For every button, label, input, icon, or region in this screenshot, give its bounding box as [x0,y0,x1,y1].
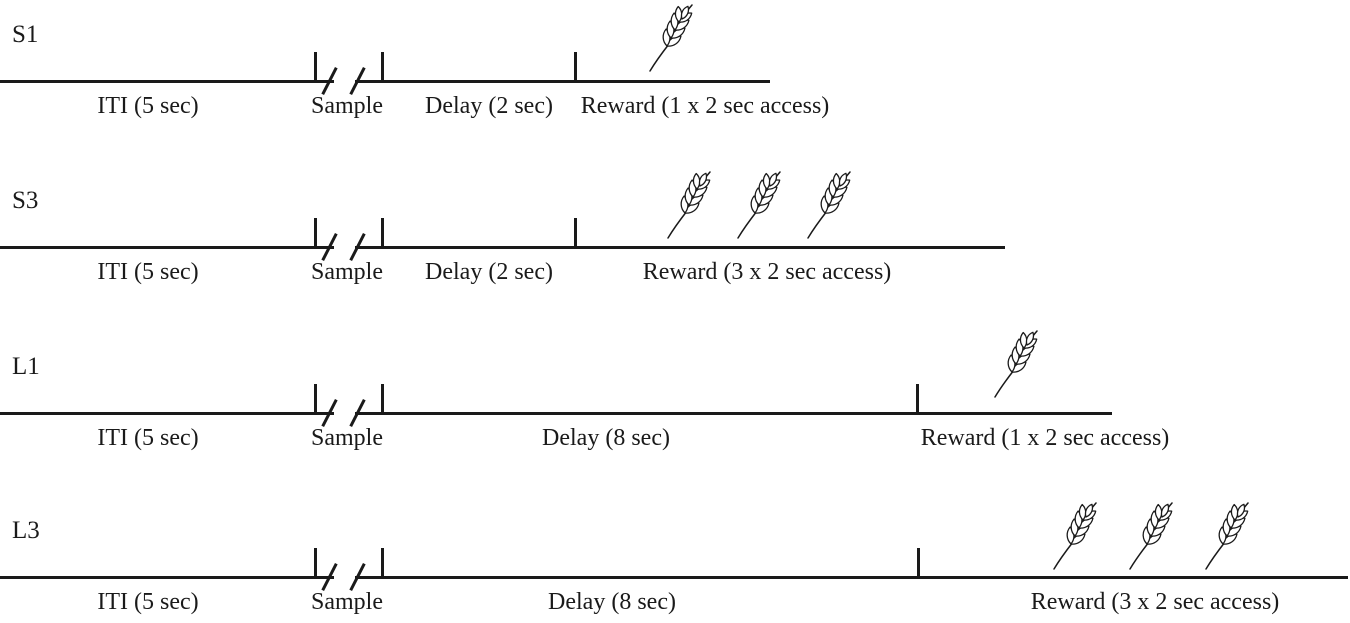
iti-phase-label: ITI (5 sec) [97,425,199,451]
timeline-iti-segment [0,246,334,249]
delay-phase-label: Delay (2 sec) [425,259,553,285]
wheat-icon [1129,502,1173,570]
iti-phase-label: ITI (5 sec) [97,589,199,615]
reward-start-tick [574,218,577,248]
delay-phase-label: Delay (8 sec) [548,589,676,615]
timeline-main-segment [355,576,1348,579]
trial-row-s3: S3 ITI (5 sec) Sample Delay (2 sec) Rewa… [0,166,1350,332]
sample-end-tick [381,52,384,82]
reward-phase-label: Reward (1 x 2 sec access) [580,93,830,119]
trial-type-label: L3 [12,517,40,544]
sample-phase-label: Sample [311,93,383,119]
wheat-icon [1053,502,1097,570]
sample-start-tick [314,548,317,578]
wheat-icon [807,171,851,239]
sample-end-tick [381,548,384,578]
trial-row-l3: L3 ITI (5 sec) Sample Delay (8 sec) Rewa… [0,496,1350,623]
reward-phase-label: Reward (1 x 2 sec access) [920,425,1170,451]
iti-phase-label: ITI (5 sec) [97,259,199,285]
sample-start-tick [314,384,317,414]
reward-wheat-icons [664,170,852,240]
reward-phase-label: Reward (3 x 2 sec access) [1030,589,1280,615]
sample-start-tick [314,218,317,248]
trial-type-label: L1 [12,353,40,380]
sample-phase-label: Sample [311,589,383,615]
delay-phase-label: Delay (2 sec) [425,93,553,119]
trial-row-s1: S1 ITI (5 sec) Sample Delay (2 sec) Rewa… [0,0,1350,166]
wheat-icon [667,171,711,239]
trial-type-label: S1 [12,21,39,48]
wheat-icon [994,330,1038,398]
reward-start-tick [916,384,919,414]
reward-start-tick [574,52,577,82]
sample-end-tick [381,218,384,248]
trial-row-l1: L1 ITI (5 sec) Sample Delay (8 sec) Rewa… [0,329,1350,498]
sample-phase-label: Sample [311,425,383,451]
iti-phase-label: ITI (5 sec) [97,93,199,119]
wheat-icon [649,4,693,72]
timeline-main-segment [355,246,1005,249]
reward-start-tick [917,548,920,578]
timeline-main-segment [355,80,770,83]
sample-phase-label: Sample [311,259,383,285]
trial-type-label: S3 [12,187,39,214]
timeline-iti-segment [0,80,334,83]
wheat-icon [737,171,781,239]
delay-phase-label: Delay (8 sec) [542,425,670,451]
timeline-iti-segment [0,412,334,415]
sample-start-tick [314,52,317,82]
sample-end-tick [381,384,384,414]
reward-phase-label: Reward (3 x 2 sec access) [642,259,892,285]
timeline-main-segment [355,412,1112,415]
timeline-iti-segment [0,576,334,579]
reward-wheat-icons [1050,501,1250,571]
reward-wheat-icons [646,3,694,73]
wheat-icon [1205,502,1249,570]
reward-wheat-icons [991,329,1039,399]
